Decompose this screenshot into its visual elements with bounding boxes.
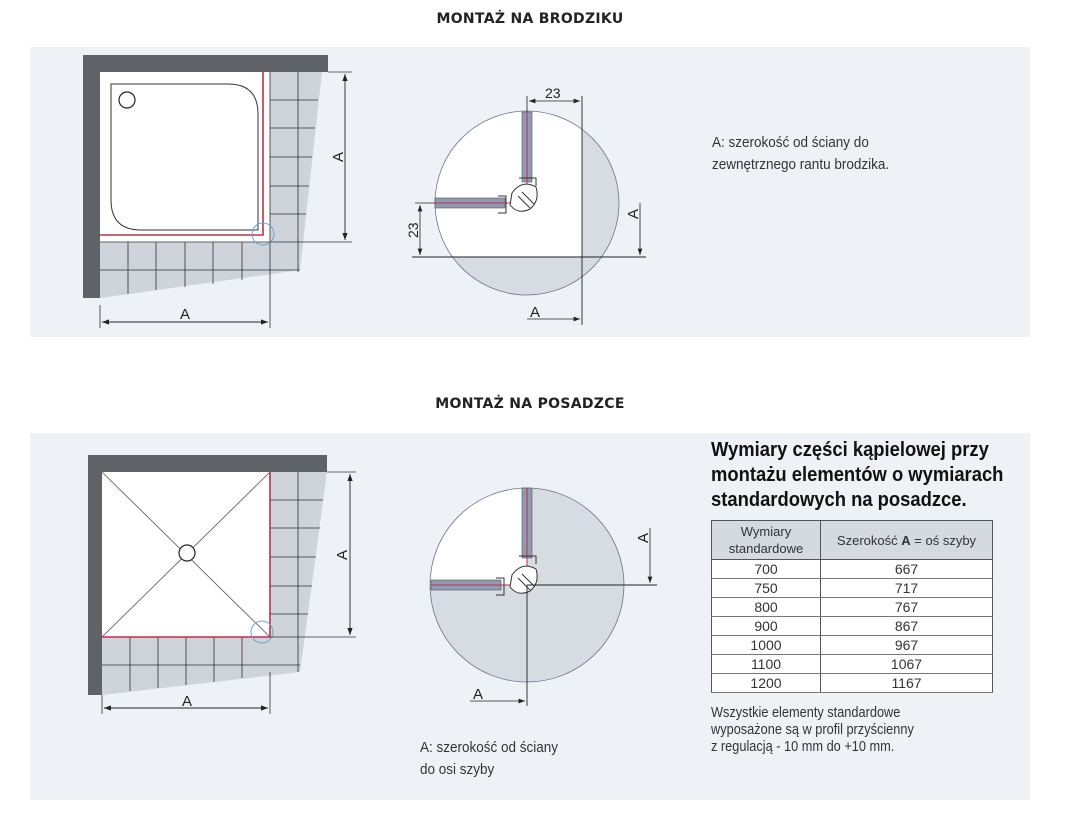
footnote-line: z regulacją - 10 mm do +10 mm.: [711, 739, 895, 755]
dim-label-a: A: [635, 533, 652, 543]
dim-label-a: A: [182, 693, 192, 710]
cell-standard-size: 800: [711, 597, 821, 617]
cell-width-a: 1067: [820, 654, 993, 674]
floor-note: A: szerokość od ściany do osi szyby: [420, 737, 558, 781]
dimensions-heading: Wymiary części kąpielowej przy montażu e…: [711, 438, 1003, 513]
dim-label-a: A: [334, 550, 351, 560]
cell-standard-size: 700: [711, 559, 821, 579]
column-header-width: Szerokość A = oś szyby: [820, 520, 993, 560]
tray-corner-detail: [412, 96, 646, 325]
note-line: zewnętrznego rantu brodzika.: [712, 156, 890, 173]
dim-label-a: A: [330, 152, 347, 162]
floor-corner-detail: [429, 487, 657, 706]
note-line: A: szerokość od ściany: [420, 739, 559, 756]
section-title-floor: MONTAŻ NA POSADZCE: [435, 396, 625, 412]
footnote-line: wyposażone są w profil przyścienny: [711, 722, 914, 738]
cell-width-a: 767: [820, 597, 993, 617]
heading-line: standardowych na posadzce.: [711, 489, 967, 511]
dim-label-a: A: [625, 209, 642, 219]
cell-standard-size: 1200: [711, 673, 821, 693]
tray-plan-drawing: [83, 55, 352, 328]
dim-label-a: A: [473, 686, 483, 703]
heading-line: Wymiary części kąpielowej przy: [711, 439, 989, 461]
cell-width-a: 717: [820, 578, 993, 598]
cell-standard-size: 1000: [711, 635, 821, 655]
cell-width-a: 1167: [820, 673, 993, 693]
footnote-line: Wszystkie elementy standardowe: [711, 705, 901, 721]
tray-note: A: szerokość od ściany do zewnętrznego r…: [712, 132, 889, 176]
cell-width-a: 867: [820, 616, 993, 636]
cell-width-a: 967: [820, 635, 993, 655]
cell-width-a: 667: [820, 559, 993, 579]
dim-label-a: A: [180, 306, 190, 323]
section-title-tray: MONTAŻ NA BRODZIKU: [436, 11, 624, 27]
cell-standard-size: 1100: [711, 654, 821, 674]
table-footnote: Wszystkie elementy standardowe wyposażon…: [711, 705, 914, 756]
note-line: A: szerokość od ściany do: [712, 134, 869, 151]
dim-label-a: A: [530, 304, 540, 321]
floor-plan-drawing: [88, 455, 356, 714]
cell-standard-size: 900: [711, 616, 821, 636]
cell-standard-size: 750: [711, 578, 821, 598]
dim-label-23: 23: [545, 85, 561, 101]
dim-label-23: 23: [405, 222, 421, 238]
note-line: do osi szyby: [420, 761, 495, 778]
heading-line: montażu elementów o wymiarach: [711, 464, 1004, 486]
